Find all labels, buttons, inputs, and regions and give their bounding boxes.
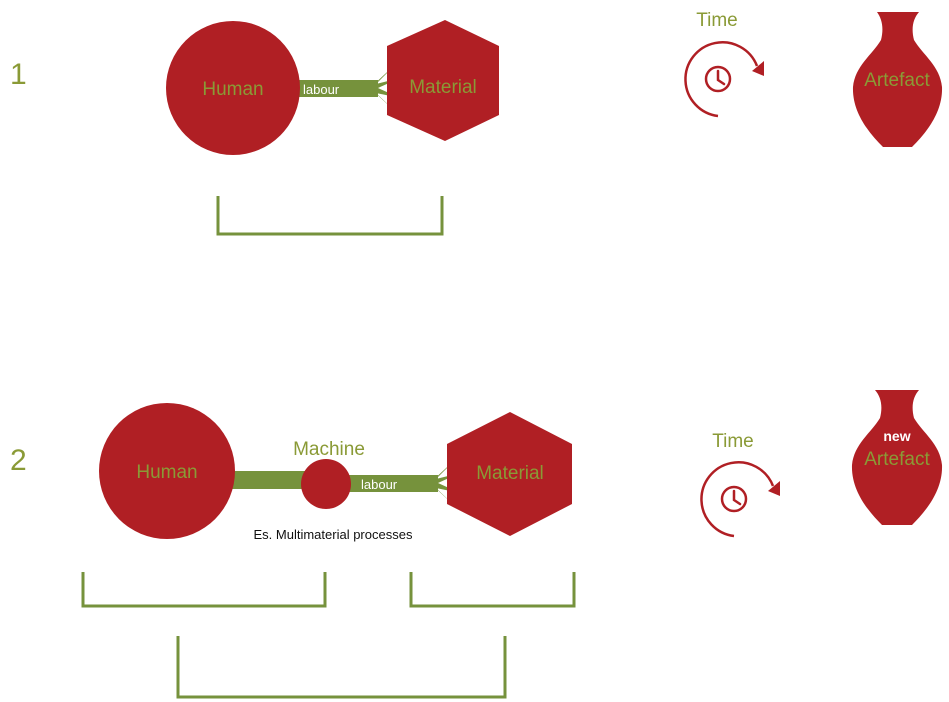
- time-label-1: Time: [696, 10, 738, 31]
- scenario-1: 1 labour Human Material Time Artefact: [10, 10, 943, 236]
- bracket-1: [216, 196, 444, 236]
- bracket-combined: [176, 636, 507, 699]
- labour-label-1: labour: [303, 82, 340, 97]
- human-machine-connector: [228, 471, 308, 489]
- labour-fork: [370, 62, 400, 114]
- scenario-2: 2 labour Human Machine Material Es. Mult…: [10, 390, 943, 699]
- scenario-number-1: 1: [10, 58, 27, 91]
- labour-label-2: labour: [361, 477, 398, 492]
- material-label-2: Material: [476, 463, 544, 484]
- example-caption: Es. Multimaterial processes: [254, 527, 413, 542]
- machine-label: Machine: [293, 439, 365, 460]
- new-label: new: [883, 428, 910, 444]
- bracket-human-machine: [81, 572, 327, 608]
- scenario-number-2: 2: [10, 444, 27, 477]
- material-hexagon-1: [387, 20, 499, 141]
- labour-connector-2: labour: [346, 457, 460, 509]
- human-circle-1: [166, 21, 300, 155]
- labour-bar: [288, 80, 378, 97]
- material-label-1: Material: [409, 77, 477, 98]
- time-label-2: Time: [712, 431, 754, 452]
- labour-fork: [430, 457, 460, 509]
- labour-connector-1: labour: [288, 62, 400, 114]
- time-clock-icon: [684, 41, 764, 118]
- bracket-material: [409, 572, 576, 608]
- time-clock-icon: [700, 461, 780, 538]
- machine-circle: [301, 459, 351, 509]
- artefact-label-1: Artefact: [864, 70, 930, 91]
- labour-bar: [346, 475, 438, 492]
- human-label-2: Human: [136, 462, 197, 483]
- human-circle-2: [99, 403, 235, 539]
- artefact-label-2: Artefact: [864, 449, 930, 470]
- material-hexagon-2: [447, 412, 572, 536]
- human-label-1: Human: [202, 79, 263, 100]
- artefact-vase-icon: [851, 390, 943, 525]
- artefact-vase-icon: [852, 12, 943, 147]
